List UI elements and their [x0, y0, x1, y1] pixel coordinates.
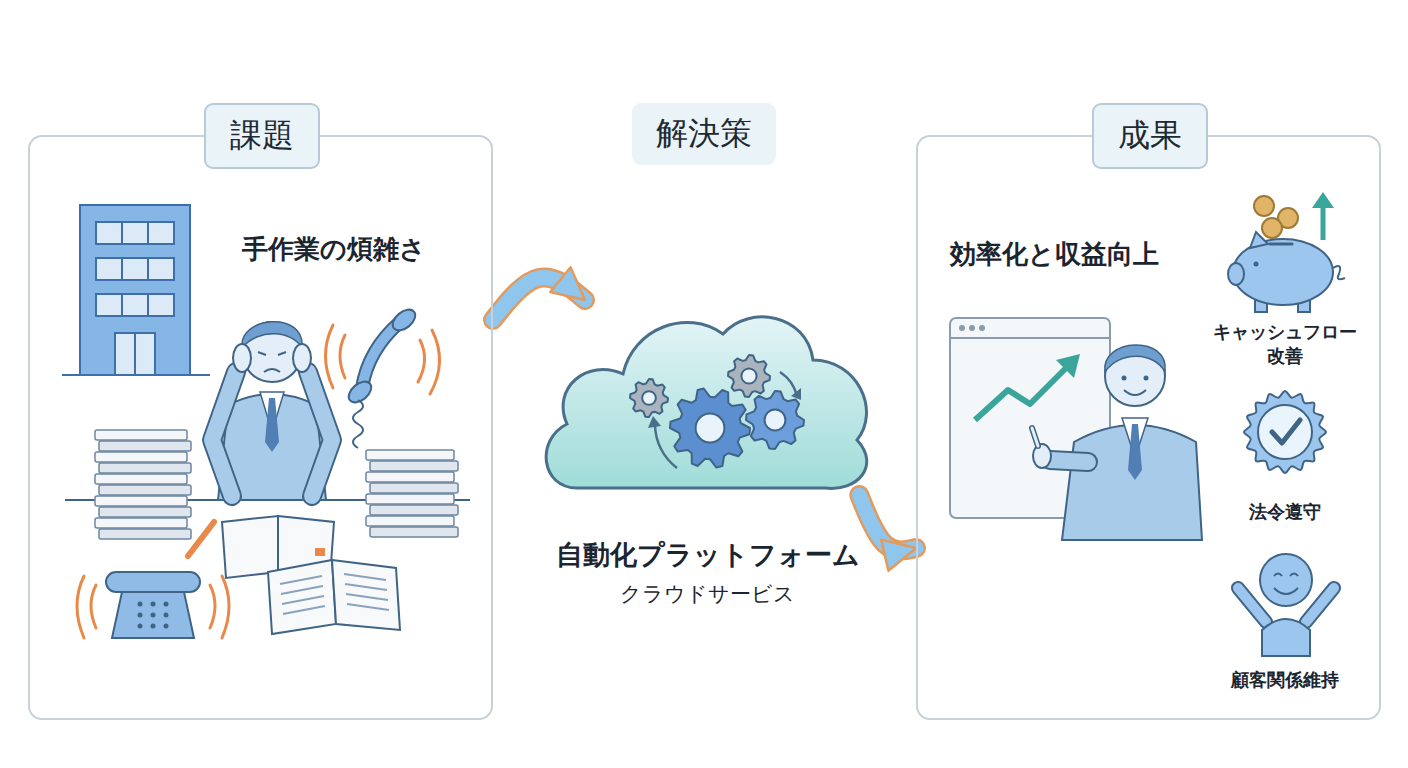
arrow-outline	[493, 277, 585, 319]
icon-caption: キャッシュフロー 改善	[1195, 320, 1375, 369]
gear-icon	[670, 388, 750, 467]
gear-icon	[746, 391, 804, 449]
paper-sheet	[99, 441, 191, 451]
paper-sheet	[370, 483, 458, 493]
problem-title: 手作業の煩雑さ	[242, 232, 426, 267]
presenting-man	[1032, 345, 1202, 540]
paper-sheet	[99, 485, 191, 495]
piggy-bank-icon	[1228, 192, 1345, 312]
paper-sheet	[95, 474, 187, 484]
open-books	[222, 516, 400, 634]
paper-sheet	[370, 461, 458, 471]
paper-sheet	[366, 450, 454, 460]
result-title: 効率化と収益向上	[950, 237, 1159, 272]
result-panel: 成果効率化と収益向上	[916, 135, 1381, 720]
gear-icon	[728, 355, 770, 397]
rotation-arrow-head	[648, 416, 661, 428]
cloud-outline	[546, 317, 867, 489]
paper-sheet	[366, 494, 454, 504]
flow-arrow	[859, 495, 916, 551]
pencil	[188, 522, 214, 556]
paper-sheet	[95, 496, 187, 506]
cloud-shape	[535, 300, 880, 495]
badge-rim	[1244, 391, 1326, 473]
solution-title: 自動化プラットフォーム	[535, 537, 880, 573]
ringing-handset	[326, 306, 440, 448]
rotation-arrow	[655, 425, 677, 468]
arrow-body	[859, 495, 916, 551]
paper-sheet	[95, 518, 187, 528]
paper-sheet	[370, 505, 458, 515]
rotation-arrow-head	[791, 388, 801, 400]
paper-sheet	[370, 527, 458, 537]
office-building	[62, 205, 210, 375]
paper-sheet	[366, 516, 454, 526]
paper-sheet	[95, 430, 187, 440]
arrow-body	[493, 277, 585, 319]
paper-sheet	[99, 529, 191, 539]
rotation-arrow	[780, 372, 797, 396]
paper-sheet	[95, 452, 187, 462]
icon-caption: 法令遵守	[1195, 500, 1375, 524]
paper-sheet	[99, 507, 191, 517]
panel-heading: 解決策	[656, 112, 752, 156]
flow-arrow	[493, 277, 585, 319]
happy-customer-icon	[1238, 554, 1334, 656]
stressed-worker	[212, 322, 332, 500]
solution-subtitle: クラウドサービス	[535, 580, 880, 608]
gear-icon	[630, 379, 668, 417]
cloud-platform: 自動化プラットフォームクラウドサービス	[535, 300, 880, 495]
panel-heading: 課題	[204, 103, 320, 169]
arrow-outline	[859, 495, 916, 551]
solution-tab: 解決策	[632, 103, 776, 165]
compliance-badge	[1244, 391, 1326, 473]
challenge-panel: 課題手作業の煩雑さ	[28, 135, 493, 720]
panel-heading: 成果	[1092, 103, 1208, 169]
paper-sheet	[99, 463, 191, 473]
icon-caption: 顧客関係維持	[1195, 668, 1375, 692]
paper-sheet	[366, 472, 454, 482]
desk-phone	[77, 572, 229, 638]
